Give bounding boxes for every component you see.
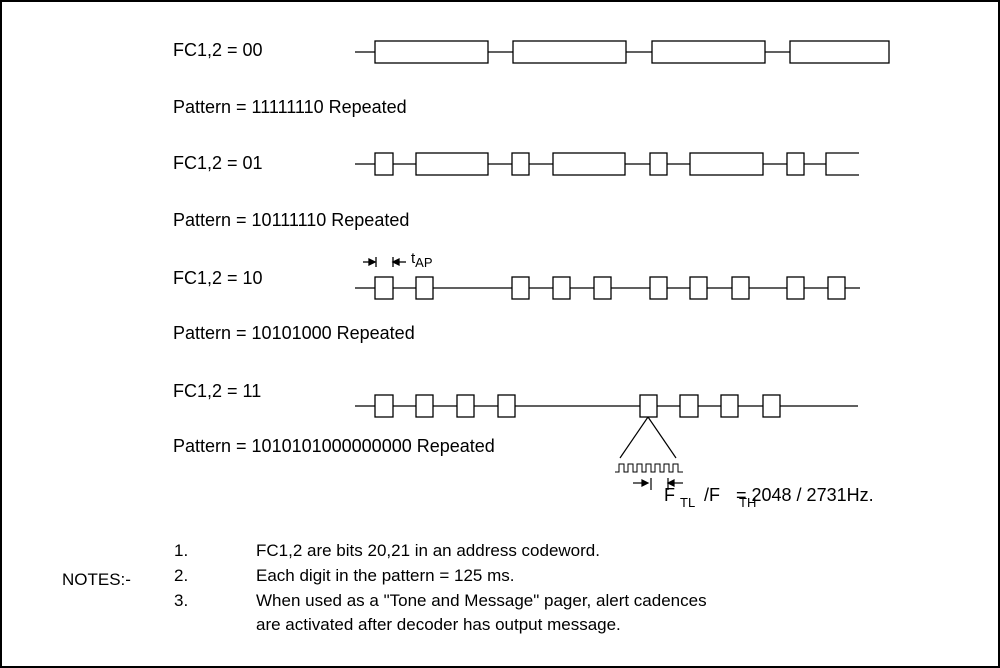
row-label-00: FC1,2 = 00 bbox=[173, 40, 263, 60]
freq-value: = 2048 / 2731Hz. bbox=[736, 485, 874, 505]
waveform-00 bbox=[355, 40, 890, 64]
waveform-11 bbox=[355, 394, 858, 418]
freq-f-label: F bbox=[664, 485, 675, 505]
freq-marker bbox=[633, 478, 683, 490]
row-label-01: FC1,2 = 01 bbox=[173, 153, 263, 173]
pattern-text-10: Pattern = 10101000 Repeated bbox=[173, 323, 415, 343]
notes-heading: NOTES:- bbox=[62, 570, 131, 589]
note-text-2: Each digit in the pattern = 125 ms. bbox=[256, 566, 515, 585]
note-number-3: 3. bbox=[174, 591, 189, 610]
note-text-1: FC1,2 are bits 20,21 in an address codew… bbox=[256, 541, 600, 560]
note-text-3: When used as a "Tone and Message" pager,… bbox=[256, 591, 707, 610]
note-number-1: 1. bbox=[174, 541, 189, 560]
pattern-text-00: Pattern = 11111110 Repeated bbox=[173, 97, 407, 117]
freq-slash-f: /F bbox=[704, 485, 720, 505]
waveform-01 bbox=[355, 152, 859, 176]
row-label-10: FC1,2 = 10 bbox=[173, 268, 263, 288]
freq-sub-th: TH bbox=[739, 495, 757, 510]
note-text-3-cont: are activated after decoder has output m… bbox=[256, 615, 621, 634]
pattern-text-11: Pattern = 1010101000000000 Repeated bbox=[173, 436, 495, 456]
zoom-lines bbox=[619, 416, 677, 459]
tap-label: tAP bbox=[411, 250, 433, 270]
waveform-10 bbox=[355, 276, 860, 300]
tone-waveform bbox=[615, 463, 683, 473]
row-label-11: FC1,2 = 11 bbox=[173, 381, 262, 401]
tap-marker bbox=[363, 257, 406, 267]
note-number-2: 2. bbox=[174, 566, 189, 585]
pattern-text-01: Pattern = 10111110 Repeated bbox=[173, 210, 410, 230]
freq-sub-tl: TL bbox=[680, 495, 696, 510]
